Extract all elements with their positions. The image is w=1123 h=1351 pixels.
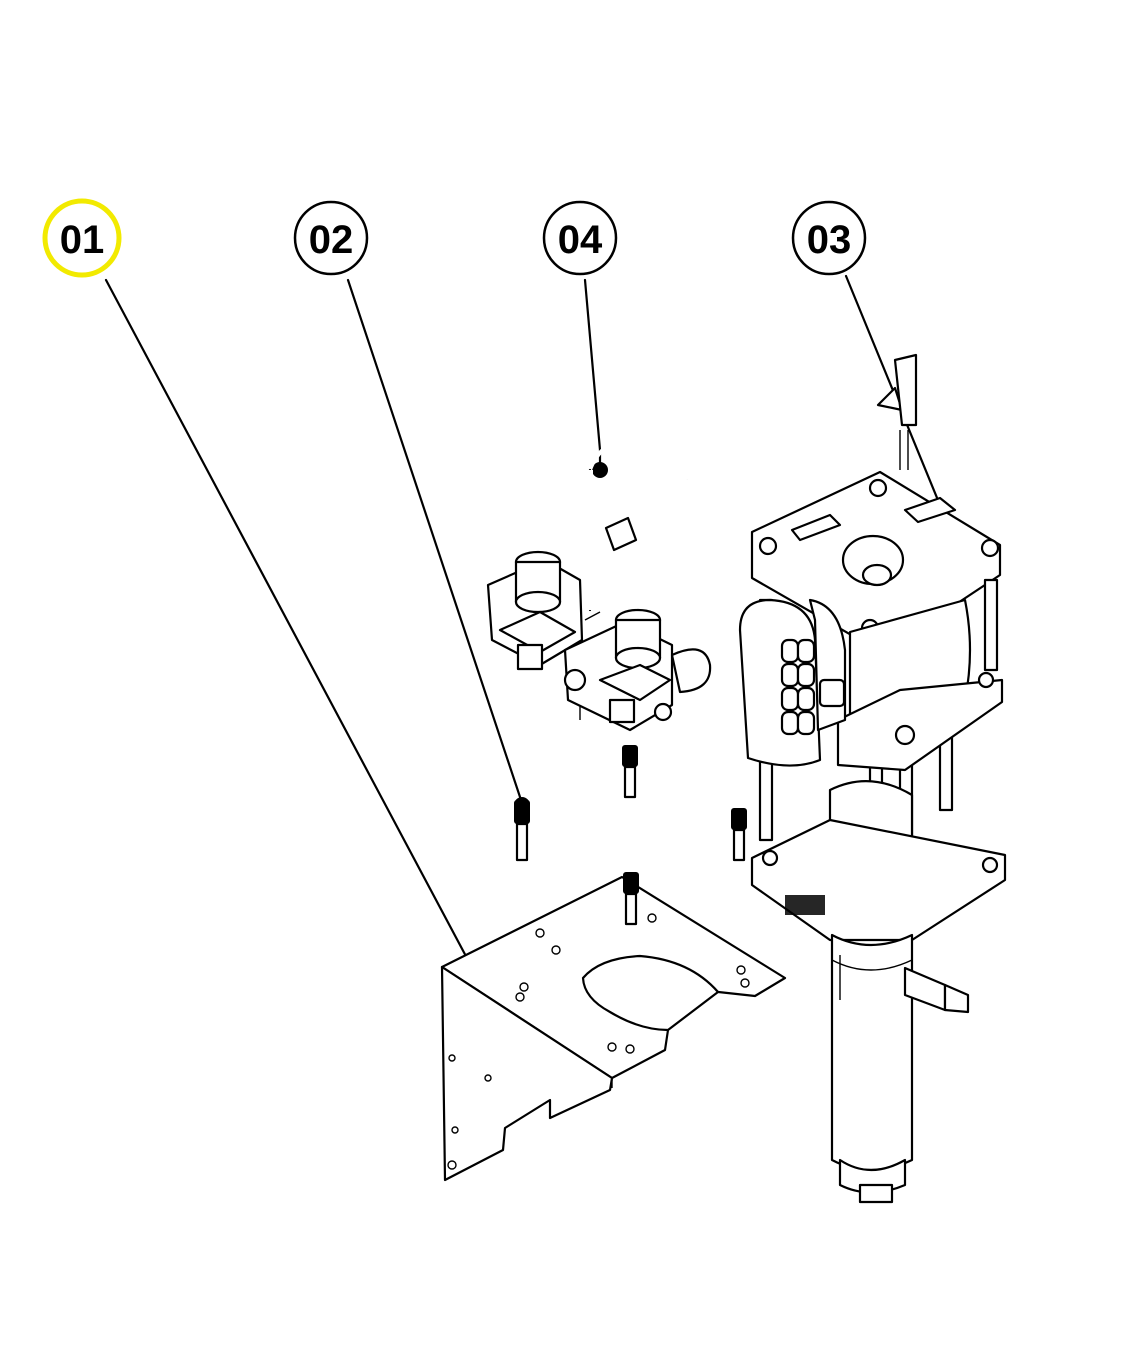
callout-03[interactable]: 03 (791, 200, 867, 276)
leader-line-04 (583, 278, 602, 470)
part-03-pump (738, 353, 1007, 1204)
part-02-screws (514, 745, 747, 926)
callout-01-highlight-ring (42, 198, 122, 278)
callout-04-ring (542, 200, 618, 276)
callout-03-ring (791, 200, 867, 276)
leader-dot-04 (592, 462, 608, 478)
leader-line-01 (104, 278, 470, 962)
part-01-mounting-bracket (440, 875, 787, 1182)
screw-b (622, 745, 638, 799)
callout-03-label: 03 (807, 218, 852, 262)
callout-04[interactable]: 04 (542, 200, 618, 276)
screw-a (514, 800, 530, 862)
callout-01-label: 01 (60, 218, 105, 262)
screw-d (731, 808, 747, 862)
callout-01[interactable]: 01 (42, 198, 122, 278)
callout-02-label: 02 (309, 218, 354, 262)
screw-c (623, 872, 639, 926)
callout-02-ring (293, 200, 369, 276)
callout-04-label: 04 (558, 218, 603, 262)
part-04-air-regulator-assembly (486, 432, 712, 732)
leader-line-02 (346, 278, 524, 805)
callout-02[interactable]: 02 (293, 200, 369, 276)
